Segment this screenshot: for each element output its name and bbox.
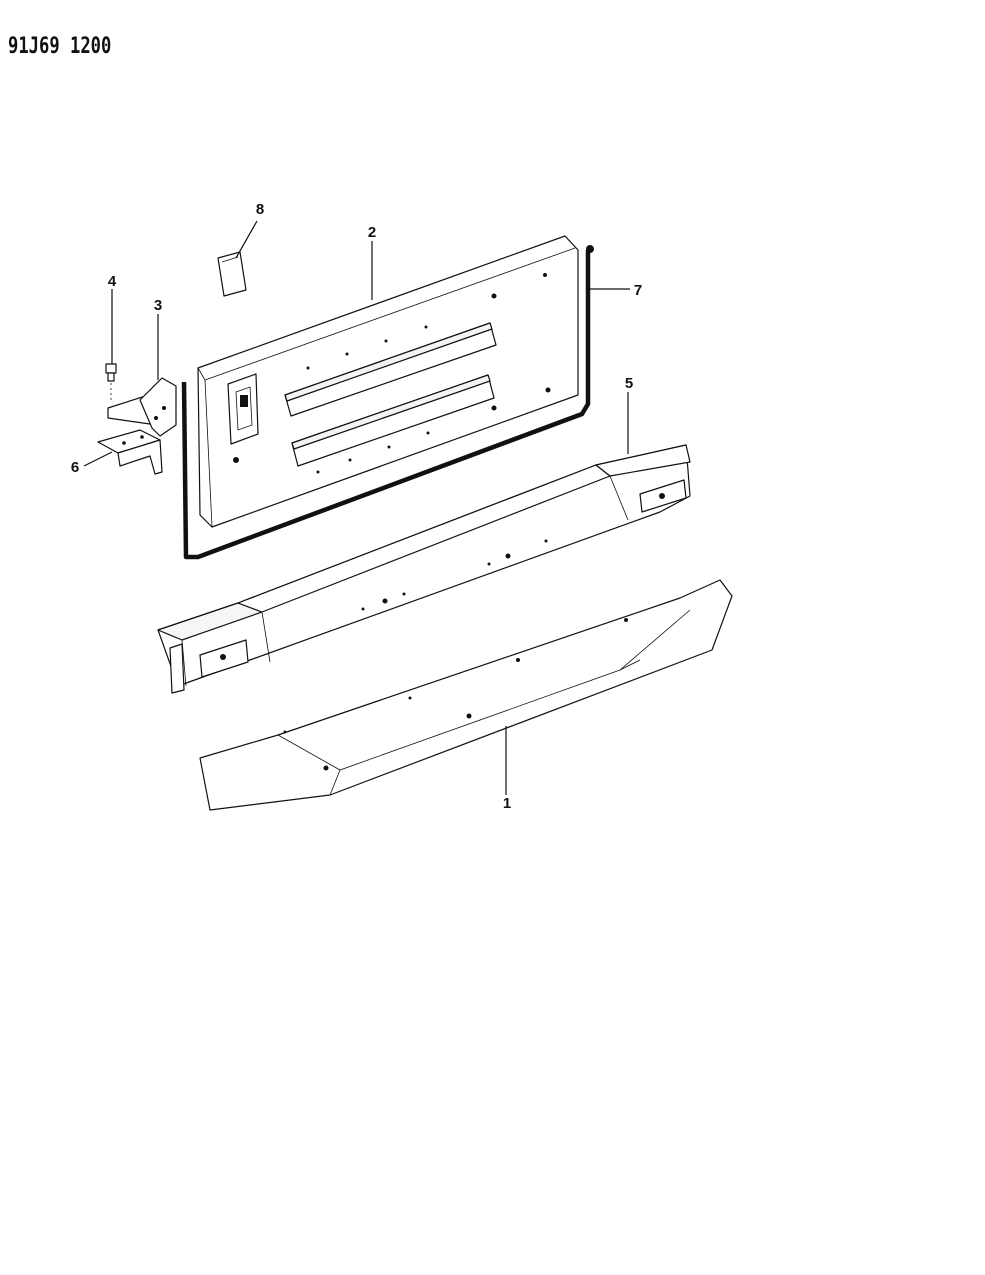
callout-7: 7: [634, 282, 642, 299]
tailgate-panel: [197, 235, 579, 528]
leader-line-6: [83, 451, 113, 467]
seal-end-clip: [586, 245, 594, 253]
callout-1: 1: [503, 795, 511, 812]
lower-valance: [199, 579, 733, 811]
callout-4: 4: [108, 273, 117, 290]
lower-bracket: [97, 429, 163, 475]
tailgate-weatherseal: [181, 250, 591, 560]
callout-8: 8: [256, 201, 264, 218]
leader-line-8: [235, 220, 258, 259]
callout-3: 3: [154, 297, 162, 314]
cover-plate: [217, 251, 247, 297]
bolt: [105, 363, 117, 400]
callout-2: 2: [368, 224, 376, 241]
callout-5: 5: [625, 375, 633, 392]
diagram-code: 91J69 1200: [8, 34, 112, 59]
callout-6: 6: [71, 459, 79, 476]
rear-crossmember: [157, 444, 691, 694]
hinge-bracket: [107, 377, 177, 437]
